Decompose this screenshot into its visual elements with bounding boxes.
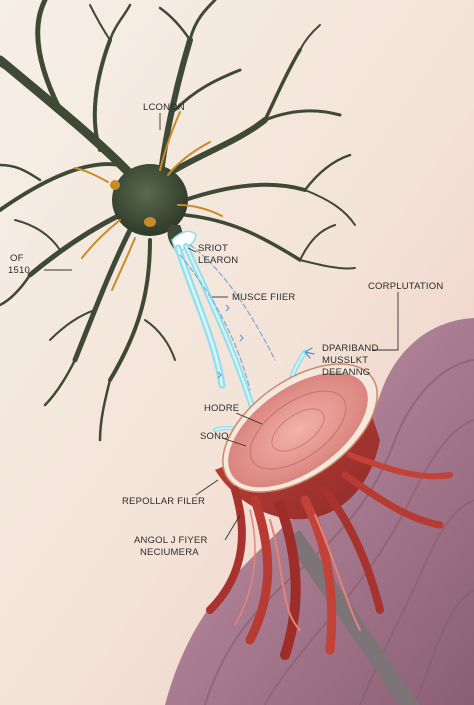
label-of: OF	[10, 253, 24, 264]
label-sono: SONO	[200, 431, 229, 442]
label-neciumera: NECIUMERA	[140, 547, 199, 558]
muscle-bundle	[215, 363, 380, 520]
label-sriot: SRIOT	[198, 243, 229, 254]
label-repollar-fiber: REPOLLAR FILER	[122, 496, 206, 507]
leader-lines	[44, 113, 399, 541]
neuron-highlights	[74, 111, 223, 291]
label-axon: LCONON	[143, 102, 185, 113]
muscle-strands	[206, 452, 453, 660]
label-angol-fiyer: ANGOL J FIYER	[134, 535, 208, 546]
label-muscle-fiber: MUSCE FIIER	[232, 292, 296, 303]
fiber-markers	[217, 304, 244, 379]
label-learon: LEARON	[198, 255, 239, 266]
rod	[285, 530, 420, 705]
label-musslkt: MUSSLKT	[322, 355, 369, 366]
label-corplutation: CORPLUTATION	[368, 281, 444, 292]
label-dparband: DPARIBAND	[322, 343, 379, 354]
label-hodre: HODRE	[204, 403, 240, 414]
label-deeanng: DEEANNG	[322, 367, 371, 378]
label-1510: 1510	[8, 265, 30, 276]
